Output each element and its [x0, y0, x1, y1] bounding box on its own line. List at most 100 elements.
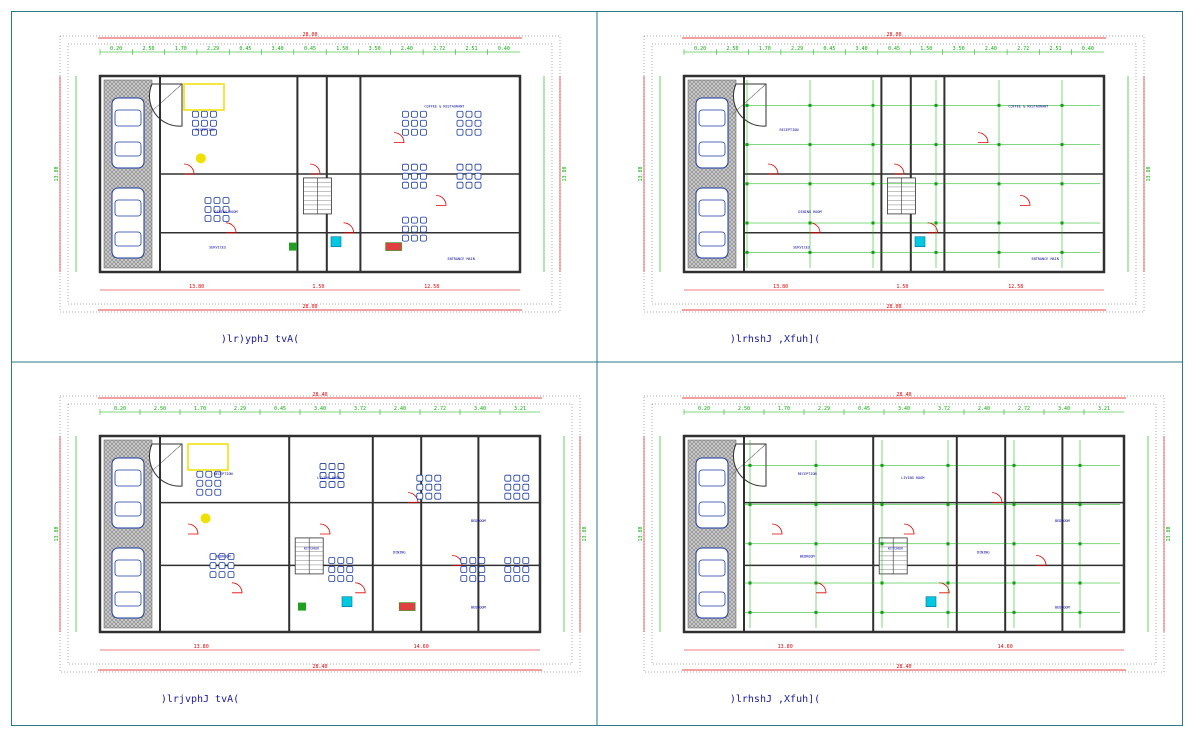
chair-icon: [513, 566, 521, 573]
car-windshield: [698, 469, 726, 487]
sink-icon: [341, 596, 353, 608]
column-marker: [1078, 610, 1082, 614]
top-dimension-label: 2.50: [154, 406, 166, 412]
chair-icon: [513, 474, 521, 482]
stair-tread: [173, 83, 183, 93]
furniture-group: [504, 474, 530, 500]
door-swing: [319, 523, 331, 535]
chair-icon: [346, 566, 354, 573]
planter-icon: [385, 242, 402, 251]
column-marker: [1012, 610, 1016, 614]
car-body: [111, 187, 145, 259]
chair-icon: [460, 566, 468, 573]
chair-icon: [401, 128, 409, 136]
column-marker: [934, 250, 938, 254]
column-marker: [1012, 581, 1016, 585]
top-dimension-label: 1.70: [194, 406, 206, 412]
chair-icon: [218, 562, 226, 569]
car-body: [695, 547, 729, 619]
spiral-stair: [148, 443, 183, 487]
chair-icon: [419, 172, 427, 180]
chair-icon: [337, 575, 345, 582]
stair-tread: [757, 443, 767, 453]
car-icon: [695, 547, 729, 619]
chair-icon: [474, 119, 482, 127]
chair-icon: [209, 553, 217, 560]
chair-icon: [204, 197, 212, 204]
column-marker: [997, 221, 1001, 225]
top-dimension-label: 0.45: [304, 46, 316, 52]
chair-icon: [209, 128, 217, 136]
column-marker: [1060, 182, 1064, 186]
column-marker: [745, 143, 749, 147]
chair-icon: [456, 181, 464, 189]
top-dimension-label: 0.20: [694, 46, 706, 52]
furniture-group: [319, 463, 345, 488]
column-marker: [946, 542, 950, 546]
chair-icon: [419, 216, 427, 224]
column-marker: [946, 503, 950, 507]
door-swing: [225, 222, 237, 234]
bottom-dimension-label: 13.80: [778, 644, 793, 650]
chair-icon: [401, 216, 409, 224]
top-dimension-label: 0.40: [1082, 46, 1094, 52]
table-icon: [195, 153, 206, 164]
chair-icon: [222, 197, 230, 204]
column-marker: [1012, 503, 1016, 507]
chair-icon: [222, 215, 230, 222]
car-rear-window: [698, 501, 726, 517]
bottom-dimension-label: 1.50: [896, 284, 908, 290]
chair-icon: [504, 557, 512, 564]
overall-dimension-label: 28.40: [312, 664, 327, 670]
chair-icon: [419, 119, 427, 127]
furniture-group: [191, 110, 217, 136]
top-dimension-label: 2.29: [791, 46, 803, 52]
door-swing: [435, 194, 447, 206]
car-body: [111, 97, 145, 169]
chair-icon: [346, 575, 354, 582]
top-dimension-label: 2.40: [985, 46, 997, 52]
bottom-dimension-label: 14.60: [998, 644, 1013, 650]
top-dimension-label: 1.70: [778, 406, 790, 412]
bottom-dimension-label: 1.50: [312, 284, 324, 290]
top-dimension-label: 1.50: [336, 46, 348, 52]
door-swing: [451, 554, 463, 566]
chair-icon: [434, 483, 442, 491]
overall-dimension-label: 28.00: [886, 32, 901, 38]
chair-icon: [456, 110, 464, 118]
chair-icon: [214, 470, 222, 478]
top-dimension-label: 3.72: [938, 406, 950, 412]
car-rear-window: [698, 591, 726, 607]
column-marker: [871, 143, 875, 147]
top-dimension-label: 0.20: [698, 406, 710, 412]
exterior-wall: [98, 434, 542, 634]
column-marker: [880, 503, 884, 507]
chair-icon: [504, 575, 512, 582]
top-dimension-label: 2.50: [738, 406, 750, 412]
column-marker: [880, 542, 884, 546]
door-swing: [231, 582, 243, 594]
chair-icon: [401, 119, 409, 127]
chair-icon: [227, 553, 235, 560]
car-windshield: [698, 109, 726, 127]
left-dimension-label: 13.80: [638, 526, 644, 541]
chair-icon: [410, 119, 418, 127]
chair-icon: [200, 128, 208, 136]
chair-icon: [401, 163, 409, 171]
room-label: ENTRANCE MAIN: [447, 257, 474, 261]
door-swing: [183, 163, 195, 175]
top-dimension-label: 2.50: [726, 46, 738, 52]
car-icon: [695, 97, 729, 169]
chair-icon: [522, 492, 530, 500]
chair-icon: [410, 163, 418, 171]
chair-icon: [205, 479, 213, 487]
column-marker: [814, 463, 818, 467]
column-marker: [880, 581, 884, 585]
top-dimension-label: 2.72: [1018, 406, 1030, 412]
column-marker: [997, 143, 1001, 147]
chair-icon: [478, 566, 486, 573]
top-dimension-label: 2.29: [207, 46, 219, 52]
right-dimension-label: 13.80: [1146, 166, 1152, 181]
chair-icon: [337, 481, 345, 488]
